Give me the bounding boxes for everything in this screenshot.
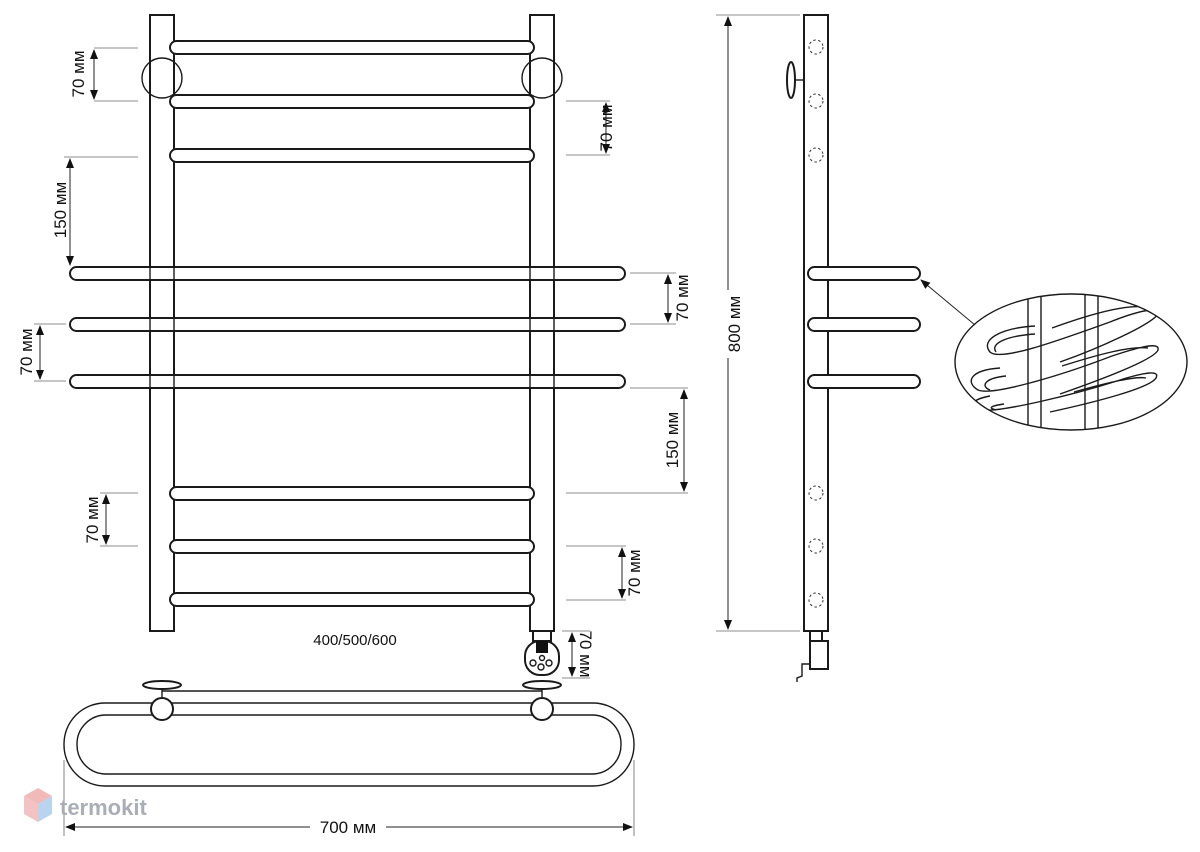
dim-label-150: 150 мм xyxy=(51,182,70,238)
shelf-rung xyxy=(69,266,626,281)
rung xyxy=(169,539,535,554)
rung xyxy=(169,486,535,501)
dim-label-70: 70 мм xyxy=(625,549,644,596)
dim-label-70: 70 мм xyxy=(69,50,88,97)
left-wall-bracket xyxy=(141,57,183,99)
dimension-labels: 70 мм 70 мм 150 мм 70 мм 70 мм 150 мм 70… xyxy=(17,50,692,677)
rung xyxy=(169,592,535,607)
brand-logo: termokit xyxy=(24,788,147,822)
top-view: 700 мм xyxy=(63,680,635,837)
shelf-rungs xyxy=(69,266,626,389)
brand-name: termokit xyxy=(60,795,147,820)
side-wall-mount xyxy=(786,61,804,99)
front-view: 70 мм 70 мм 150 мм 70 мм 70 мм 150 мм 70… xyxy=(17,14,692,679)
side-heater xyxy=(796,630,829,682)
dim-label-150: 150 мм xyxy=(663,412,682,468)
side-shelf-bars xyxy=(807,266,921,389)
dim-label-70: 70 мм xyxy=(83,496,102,543)
rung xyxy=(169,148,535,163)
right-wall-bracket xyxy=(521,57,563,99)
rung xyxy=(169,94,535,109)
shelf-detail-zoom xyxy=(920,279,1188,431)
dim-label-70: 70 мм xyxy=(673,274,692,321)
cube-icon xyxy=(24,788,52,822)
dim-label-70: 70 мм xyxy=(597,104,616,151)
dim-label-800: 800 мм xyxy=(725,296,744,352)
heater-control-unit xyxy=(524,630,560,676)
shelf-rung xyxy=(69,374,626,389)
dimension-arrows xyxy=(36,49,688,677)
rung xyxy=(169,40,535,55)
width-options-label: 400/500/600 xyxy=(313,632,396,649)
upper-rungs xyxy=(169,40,535,163)
top-mount-right xyxy=(522,680,562,721)
side-view: 800 мм xyxy=(716,14,921,682)
dim-label-70: 70 мм xyxy=(576,630,595,677)
top-mount-left xyxy=(142,680,182,721)
dim-label-700: 700 мм xyxy=(320,818,376,837)
extension-lines xyxy=(34,47,688,679)
lower-rungs xyxy=(169,486,535,607)
side-rung-sockets xyxy=(808,39,824,608)
dim-label-70: 70 мм xyxy=(17,328,36,375)
shelf-rung xyxy=(69,317,626,332)
